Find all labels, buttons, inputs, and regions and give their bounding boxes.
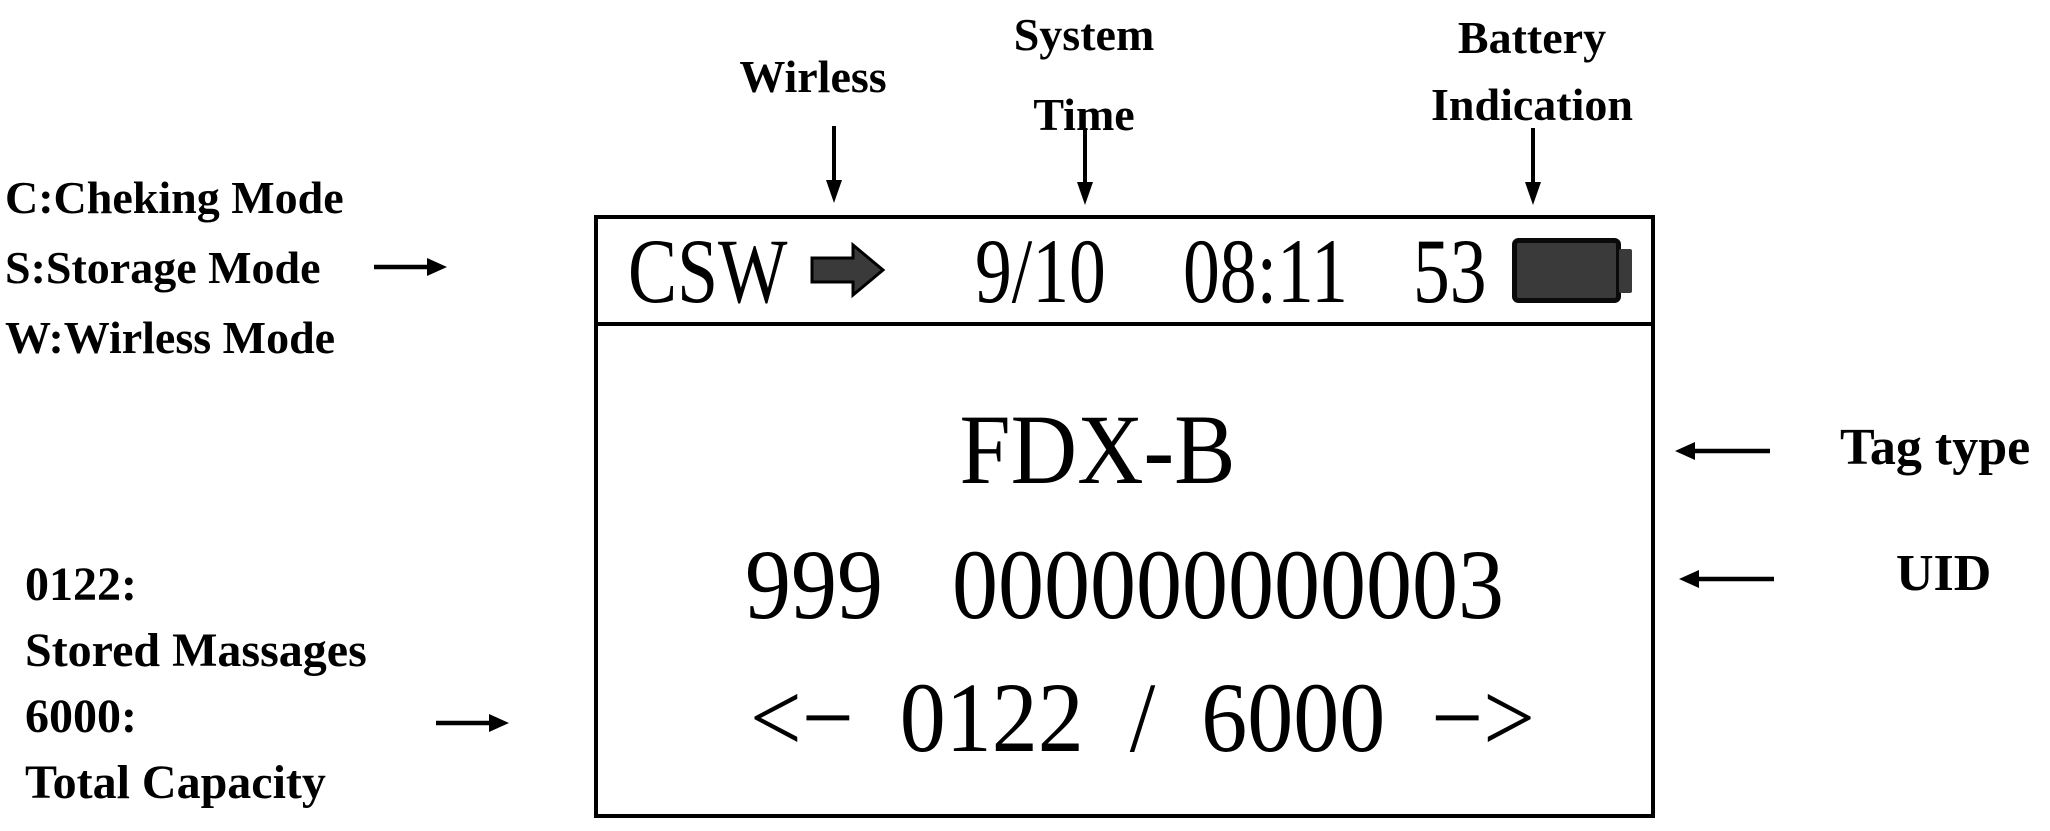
mode-flags: CSW	[628, 219, 788, 322]
uid-callout-label: UID	[1896, 545, 1992, 602]
device-display: CSW 9/10 08:11 53 FDX-B 999 000000000003…	[594, 215, 1655, 818]
total-capacity-count: 6000	[1201, 662, 1386, 773]
wireless-transfer-arrow-icon	[810, 242, 886, 298]
system-time-callout-label: System Time	[984, 0, 1184, 155]
battery-callout-line2: Indication	[1431, 79, 1633, 130]
message-pager: <− 0122 / 6000 −>	[658, 668, 1627, 768]
wireless-callout-text: Wirless	[739, 51, 887, 102]
system-date: 9/10	[975, 219, 1106, 322]
battery-callout-label: Battery Indication	[1402, 4, 1662, 138]
uid-value: 999 000000000003	[745, 529, 1504, 640]
down-arrow-icon	[1525, 128, 1541, 205]
system-time-line1: System	[1013, 9, 1155, 60]
battery-callout-line1: Battery	[1457, 12, 1607, 63]
down-arrow-icon	[1077, 128, 1093, 205]
pager-prev-arrow: <−	[749, 662, 854, 773]
tag-type-value: FDX-B	[959, 394, 1236, 505]
storage-legend-capacity-label: Total Capacity	[25, 756, 326, 809]
battery-percent: 53	[1413, 219, 1487, 322]
mode-legend-checking: C:Cheking Mode	[5, 172, 344, 223]
wireless-callout-label: Wirless	[713, 47, 913, 107]
tag-type-callout-label: Tag type	[1840, 419, 2031, 476]
storage-legend-messages-label: Stored Massages	[25, 624, 367, 677]
storage-legend: 0122: Stored Massages 6000: Total Capaci…	[25, 552, 367, 816]
left-arrow-icon	[1675, 442, 1770, 460]
system-time: 08:11	[1183, 219, 1348, 322]
status-bar: CSW 9/10 08:11 53	[598, 219, 1651, 326]
down-arrow-icon	[826, 126, 842, 203]
pager-separator: /	[1129, 662, 1156, 773]
storage-legend-capacity-value: 6000:	[25, 690, 137, 743]
right-arrow-icon	[436, 714, 509, 732]
pager-next-arrow: −>	[1431, 662, 1536, 773]
storage-legend-messages-value: 0122:	[25, 558, 137, 611]
left-arrow-icon	[1679, 570, 1774, 588]
stored-messages-count: 0122	[899, 662, 1084, 773]
right-arrow-icon	[374, 258, 447, 276]
mode-legend-storage: S:Storage Mode	[5, 242, 321, 293]
mode-legend-wireless: W:Wirless Mode	[5, 312, 336, 363]
battery-icon	[1512, 238, 1632, 303]
mode-legend: C:Cheking Mode S:Storage Mode W:Wirless …	[5, 163, 344, 373]
